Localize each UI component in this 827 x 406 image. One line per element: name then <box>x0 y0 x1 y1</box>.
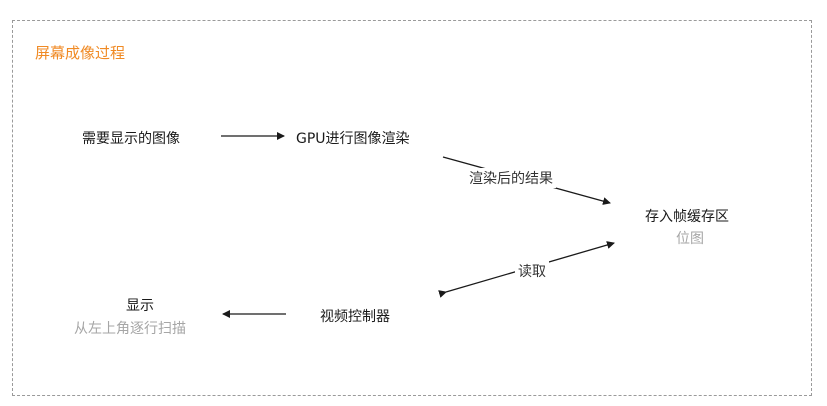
edge-label-read: 读取 <box>515 261 549 281</box>
node-controller: 视频控制器 <box>320 309 390 325</box>
node-display: 显示 <box>126 298 154 314</box>
diagram-frame <box>12 20 812 396</box>
diagram-title: 屏幕成像过程 <box>35 44 126 62</box>
edge-label-render-result: 渲染后的结果 <box>466 168 556 188</box>
node-framebuffer: 存入帧缓存区 <box>645 209 729 225</box>
node-image: 需要显示的图像 <box>82 131 180 147</box>
node-display-sub: 从左上角逐行扫描 <box>74 321 186 337</box>
node-framebuffer-sub: 位图 <box>676 231 704 247</box>
node-gpu: GPU进行图像渲染 <box>296 131 410 147</box>
